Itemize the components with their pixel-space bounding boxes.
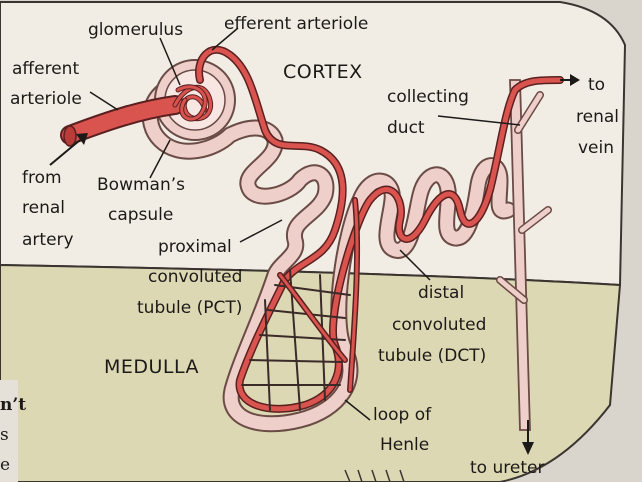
arrow-to-ureter (522, 420, 534, 455)
label-loop-line2: Henle (380, 435, 429, 455)
label-collecting-line2: duct (387, 118, 425, 138)
arrow-to-renal-vein (560, 74, 580, 86)
label-from-line2: renal (22, 198, 65, 218)
leader-afferent (89, 91, 119, 111)
leader-loop (344, 399, 371, 421)
afferent-opening (63, 125, 77, 147)
label-from-line1: from (22, 168, 62, 188)
label-loop-line1: loop of (373, 405, 432, 425)
label-afferent-line1: afferent (12, 59, 79, 79)
glomerulus-capillaries (172, 84, 214, 122)
label-pct-line1: proximal (158, 237, 232, 257)
label-cortex: CORTEX (283, 61, 363, 83)
label-to-vein-line2: renal (576, 107, 619, 127)
label-pct-line2: convoluted (148, 267, 242, 287)
leader-dct (399, 249, 431, 281)
label-pct-line3: tubule (PCT) (137, 298, 242, 318)
label-dct-line1: distal (418, 283, 464, 303)
edge-text-2: s (0, 425, 9, 445)
label-glomerulus: glomerulus (88, 20, 183, 40)
arrow-from-renal-artery (49, 133, 88, 166)
leader-pct (239, 219, 283, 243)
label-to-vein-line3: vein (578, 138, 614, 158)
bottom-sketch-marks (344, 469, 405, 482)
label-dct-line3: tubule (DCT) (378, 346, 486, 366)
label-collecting-line1: collecting (387, 87, 469, 107)
collecting-duct (496, 79, 552, 431)
label-to-vein-line1: to (588, 75, 605, 95)
leader-bowmans (149, 139, 171, 179)
label-afferent-line2: arteriole (10, 89, 82, 109)
tubule-fill (144, 73, 515, 431)
label-dct-line2: convoluted (392, 315, 486, 335)
label-from-line3: artery (22, 230, 74, 250)
leader-glomerulus (159, 37, 181, 86)
label-medulla: MEDULLA (104, 356, 199, 378)
leader-collecting (437, 115, 521, 126)
label-bowmans-line2: capsule (108, 205, 173, 225)
page-edge-strip (0, 380, 18, 482)
leader-efferent (211, 27, 239, 51)
label-efferent-arteriole: efferent arteriole (224, 14, 368, 34)
leader-lines (89, 27, 521, 421)
edge-text-3: e (0, 455, 10, 475)
tubule (142, 71, 517, 433)
edge-text-1: n’t (0, 395, 26, 415)
label-bowmans-line1: Bowman’s (97, 175, 185, 195)
blood-vessels (60, 45, 564, 413)
label-to-ureter: to ureter (470, 458, 544, 478)
efferent-vessel-fill (196, 47, 563, 412)
